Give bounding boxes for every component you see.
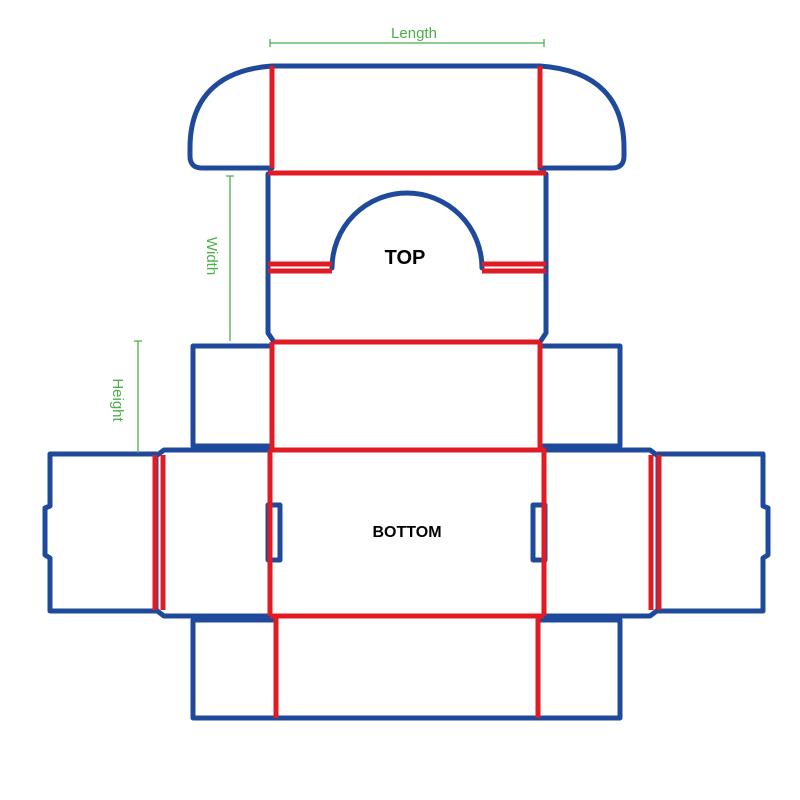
- left-end-flap-double-fold: [152, 455, 166, 610]
- fold-lines: [152, 66, 662, 718]
- cut-lines: [42, 63, 771, 721]
- lower-right-dust-flap: [535, 617, 623, 721]
- thumb-tab-fold-right: [482, 261, 546, 274]
- dimension-markers: [134, 39, 545, 453]
- length-dimension-line: [269, 39, 545, 47]
- upper-left-dust-flap: [190, 343, 275, 449]
- length-label: Length: [391, 25, 437, 42]
- right-end-flap-outline: [655, 451, 771, 614]
- right-end-flap-double-fold: [648, 455, 662, 610]
- thumb-notch-cutout: [329, 190, 485, 271]
- upper-right-dust-flap: [537, 343, 623, 449]
- left-end-flap-outline: [42, 451, 159, 614]
- width-dimension-line: [226, 175, 234, 341]
- height-label: Height: [109, 378, 126, 422]
- top-panel-right-edge: [537, 171, 549, 345]
- width-label: Width: [203, 237, 220, 275]
- thumb-tab-fold-left: [268, 261, 332, 274]
- height-dimension-line: [134, 340, 142, 453]
- bottom-panel-label: BOTTOM: [372, 524, 441, 541]
- right-side-wall-outline: [537, 447, 661, 619]
- lower-left-dust-flap: [190, 617, 279, 721]
- left-side-wall-outline: [153, 447, 275, 619]
- lid-flap-outline: [187, 63, 627, 171]
- top-panel-left-edge: [265, 171, 277, 345]
- top-panel-label: TOP: [385, 247, 426, 269]
